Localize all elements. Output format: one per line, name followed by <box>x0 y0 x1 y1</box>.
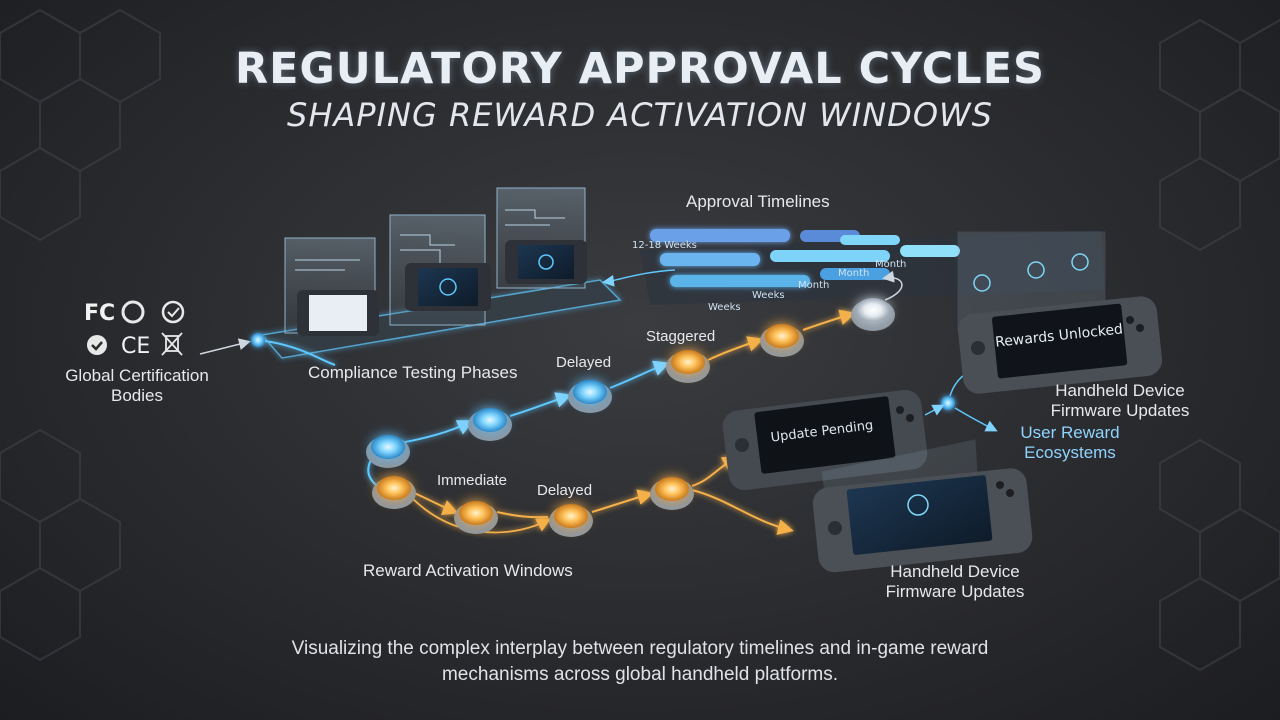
fcc-mark: FC <box>84 301 115 326</box>
ce-mark: CE <box>121 334 150 359</box>
cert-to-compliance-arrow <box>199 338 251 355</box>
compliance-testing-stations <box>260 187 622 359</box>
reward-path <box>411 309 856 535</box>
node-white-top <box>851 298 895 331</box>
label-immediate: Immediate <box>437 472 508 489</box>
timeline-connector <box>602 269 676 287</box>
label-user-reward: User Reward Ecosystems <box>1020 423 1120 462</box>
check-badge-icon <box>87 335 107 355</box>
label-approval-timelines: Approval Timelines <box>686 192 830 211</box>
label-delayed-bottom: Delayed <box>537 482 593 499</box>
certification-icons: FC CE <box>84 300 185 359</box>
page-title: REGULATORY APPROVAL CYCLES <box>234 44 1046 94</box>
caption: Visualizing the complex interplay betwee… <box>140 636 1140 688</box>
caption-line-2: mechanisms across global handheld platfo… <box>441 664 839 685</box>
svg-text:Month: Month <box>838 268 869 279</box>
node-blue-3 <box>568 380 612 413</box>
node-orange-top-2 <box>760 324 804 357</box>
node-orange-staggered <box>666 350 710 383</box>
label-firmware-top: Handheld Device Firmware Updates <box>1050 381 1190 420</box>
svg-text:Weeks: Weeks <box>752 290 785 301</box>
weee-bin-icon <box>161 332 183 356</box>
check-seal-icon <box>161 300 185 324</box>
node-orange-low-3 <box>549 504 593 537</box>
test-station-2 <box>389 214 491 326</box>
node-blue-2 <box>468 408 512 441</box>
timeline-return-arrow <box>882 270 903 301</box>
device-update-pending: Update Pending <box>722 389 928 491</box>
svg-text:Month: Month <box>798 280 829 291</box>
test-station-1 <box>284 237 379 336</box>
label-reward-windows: Reward Activation Windows <box>363 561 573 580</box>
node-orange-low-4 <box>650 477 694 510</box>
page-subtitle: SHAPING REWARD ACTIVATION WINDOWS <box>287 96 993 134</box>
label-delayed-top: Delayed <box>556 354 612 371</box>
caption-line-1: Visualizing the complex interplay betwee… <box>291 638 989 659</box>
recycle-mark-icon <box>121 300 145 324</box>
node-blue-1 <box>366 435 410 468</box>
device-firmware-bottom <box>812 439 1033 573</box>
node-orange-low-1 <box>372 476 416 509</box>
label-staggered: Staggered <box>646 328 716 345</box>
label-firmware-bottom: Handheld Device Firmware Updates <box>885 562 1025 601</box>
node-ecosystem <box>941 396 955 410</box>
svg-text:Weeks: Weeks <box>708 302 741 313</box>
label-certification: Global Certification Bodies <box>65 366 209 405</box>
node-orange-low-2 <box>454 501 498 534</box>
path-nodes <box>251 298 955 537</box>
timeline-header: 12-18 Weeks <box>632 240 697 251</box>
node-start <box>251 333 265 347</box>
label-compliance: Compliance Testing Phases <box>308 363 518 382</box>
device-rewards-unlocked: Rewards Unlocked <box>957 231 1163 394</box>
test-station-3 <box>496 187 587 289</box>
svg-text:Month: Month <box>875 259 906 270</box>
timeline-axis-ticks: Weeks Weeks Month Month Month <box>708 259 906 313</box>
